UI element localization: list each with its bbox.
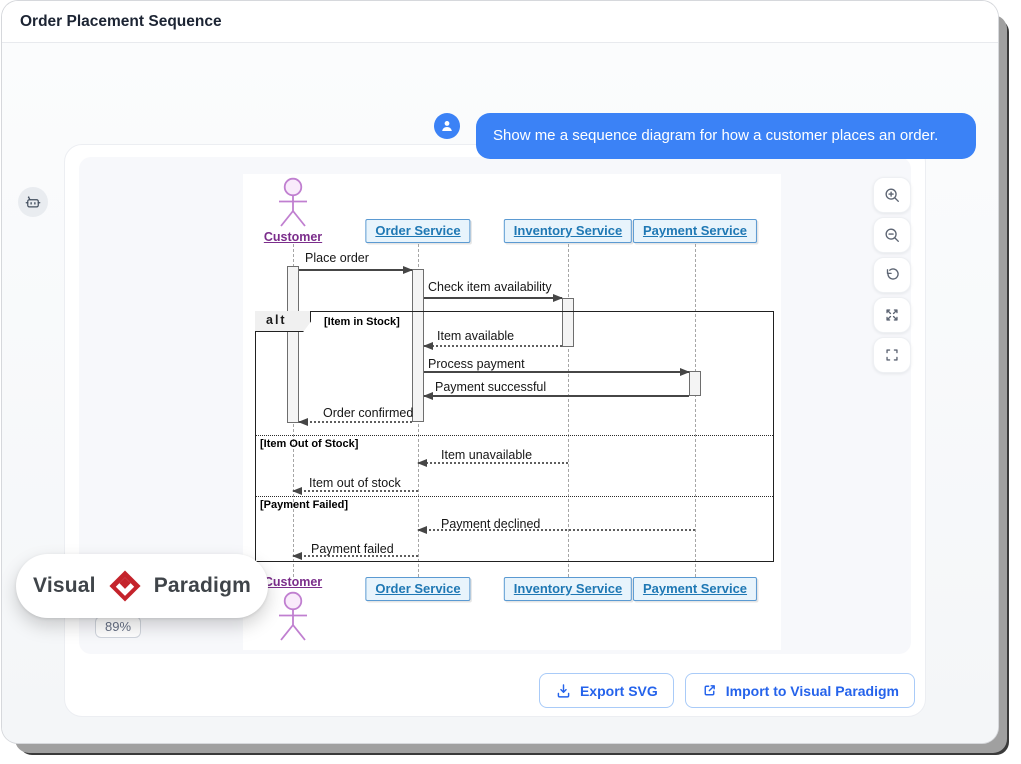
- card-actions: Export SVG Import to Visual Paradigm: [538, 673, 915, 708]
- lifeline-inventory-service: [568, 244, 569, 577]
- message-arrow: [292, 487, 418, 495]
- message-label: Payment failed: [311, 542, 394, 556]
- app-window: Order Placement Sequence Show me a seque…: [2, 1, 998, 743]
- message-arrow: [424, 368, 690, 376]
- message-label: Item out of stock: [309, 476, 401, 490]
- expand-arrows-icon: [883, 306, 901, 324]
- message-label: Place order: [305, 251, 369, 265]
- actor-figure-icon: [273, 177, 313, 229]
- message-arrow: [423, 392, 689, 400]
- import-to-vp-label: Import to Visual Paradigm: [725, 682, 899, 699]
- guard-label: [Payment Failed]: [260, 499, 349, 511]
- participant-box: Payment Service: [632, 577, 758, 601]
- message-label: Check item availability: [428, 280, 552, 294]
- activation-bar: [562, 298, 574, 347]
- lifeline-payment-service: [695, 244, 696, 577]
- chat-message-bubble: Show me a sequence diagram for how a cus…: [476, 113, 976, 159]
- import-to-vp-button[interactable]: Import to Visual Paradigm: [684, 673, 915, 708]
- zoom-in-icon: [883, 186, 901, 204]
- sequence-diagram: Customer Order Service Inventory Service…: [243, 174, 781, 650]
- viewer-toolbar: [873, 177, 911, 373]
- user-avatar: [434, 113, 460, 139]
- fullscreen-button[interactable]: [873, 337, 911, 373]
- message-arrow: [298, 418, 412, 426]
- message-arrow: [424, 294, 563, 302]
- robot-icon: [24, 193, 42, 211]
- reset-icon: [883, 266, 901, 284]
- fullscreen-icon: [883, 346, 901, 364]
- message-arrow: [299, 266, 413, 274]
- person-icon: [439, 118, 455, 134]
- message-label: Item available: [437, 329, 515, 343]
- visual-paradigm-logo[interactable]: Visual Paradigm: [16, 554, 268, 618]
- bot-avatar: [18, 187, 48, 217]
- title-bar: Order Placement Sequence: [2, 1, 998, 43]
- activation-bar: [287, 266, 299, 423]
- export-svg-button[interactable]: Export SVG: [538, 673, 674, 708]
- participant-box: Order Service: [365, 219, 471, 243]
- message-label: Payment declined: [441, 517, 541, 531]
- participant-box: Inventory Service: [503, 577, 633, 601]
- actor-figure-icon: [273, 591, 313, 643]
- external-link-icon: [701, 682, 718, 699]
- zoom-level-badge: 89%: [95, 616, 142, 638]
- message-label: Payment successful: [435, 380, 547, 394]
- message-arrow: [417, 459, 568, 467]
- participant-box: Inventory Service: [503, 219, 633, 243]
- message-label: Order confirmed: [323, 406, 414, 420]
- diagram-card: Customer Order Service Inventory Service…: [64, 144, 926, 717]
- logo-word-paradigm: Paradigm: [153, 574, 251, 597]
- guard-label: [Item Out of Stock]: [260, 438, 359, 450]
- message-arrow: [423, 342, 562, 350]
- zoom-in-button[interactable]: [873, 177, 911, 213]
- participant-box: Payment Service: [632, 219, 758, 243]
- message-label: Process payment: [428, 357, 525, 371]
- message-arrow: [417, 526, 695, 534]
- export-svg-label: Export SVG: [579, 682, 658, 699]
- participant-label: Customer: [263, 230, 323, 244]
- download-icon: [555, 682, 572, 699]
- zoom-out-button[interactable]: [873, 217, 911, 253]
- page-title: Order Placement Sequence: [20, 13, 222, 30]
- expand-button[interactable]: [873, 297, 911, 333]
- logo-word-visual: Visual: [33, 574, 96, 597]
- message-label: Item unavailable: [441, 448, 533, 462]
- vp-diamond-icon: [105, 566, 145, 606]
- reset-view-button[interactable]: [873, 257, 911, 293]
- fragment-operator: alt: [255, 311, 311, 332]
- activation-bar: [689, 371, 701, 396]
- message-arrow: [292, 552, 418, 560]
- participant-box: Order Service: [365, 577, 471, 601]
- guard-label: [Item in Stock]: [324, 316, 400, 328]
- participant-label: Customer: [263, 575, 323, 589]
- zoom-out-icon: [883, 226, 901, 244]
- main-content: Show me a sequence diagram for how a cus…: [2, 43, 998, 743]
